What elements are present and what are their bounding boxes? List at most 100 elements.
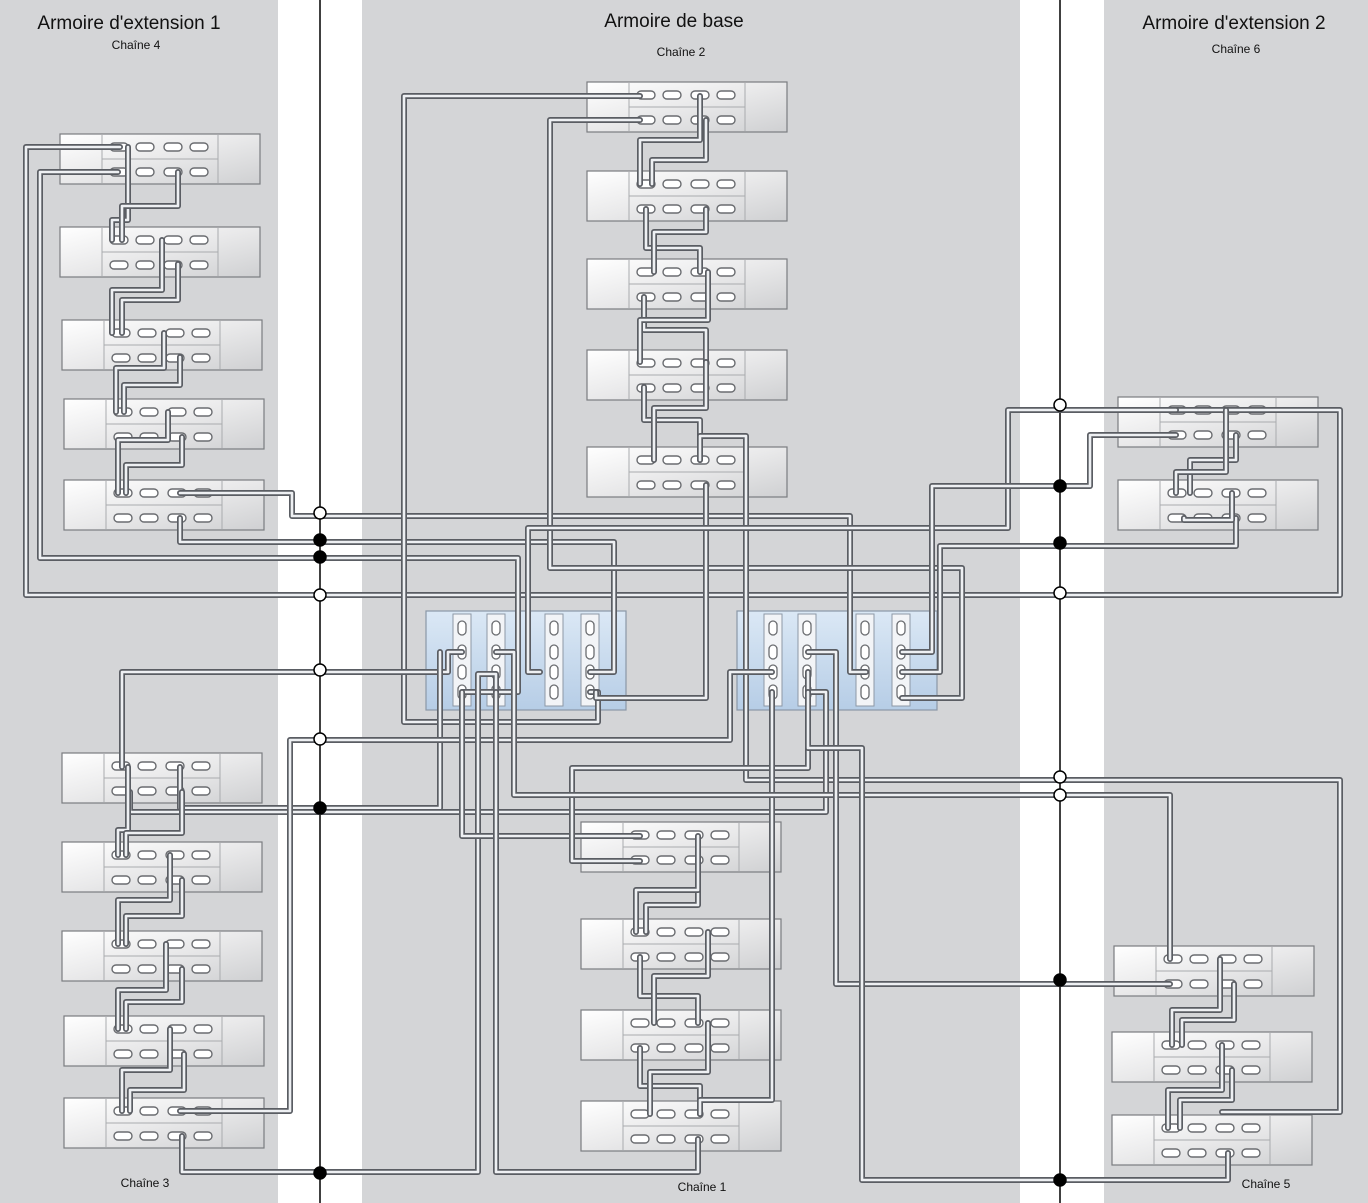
sas-port-icon	[135, 167, 155, 177]
sas-port-icon	[716, 90, 736, 100]
sas-port-icon	[716, 204, 736, 214]
sas-port-icon	[111, 964, 131, 974]
sas-port-icon	[710, 927, 730, 937]
sas-cable	[651, 929, 711, 1026]
sas-port-icon	[1187, 1148, 1207, 1158]
hba-port-icon	[549, 664, 559, 680]
sas-cable	[177, 490, 869, 675]
sas-port-icon	[193, 407, 213, 417]
sas-port-icon	[656, 1043, 676, 1053]
sas-port-icon	[710, 1018, 730, 1028]
sas-port-icon	[684, 952, 704, 962]
sas-port-icon	[137, 328, 157, 338]
sas-port-icon	[193, 1131, 213, 1141]
sas-port-icon	[656, 1134, 676, 1144]
sas-cable	[805, 689, 1231, 1183]
chain-label-2: Chaîne 2	[656, 45, 706, 59]
junction-dot-open	[313, 732, 327, 746]
sas-port-icon	[656, 855, 676, 865]
sas-cable	[637, 269, 711, 365]
sas-port-icon	[710, 855, 730, 865]
sas-port-icon	[710, 830, 730, 840]
junction-dot-open	[313, 588, 327, 602]
hba-port-icon	[585, 620, 595, 636]
disk-shelf-base-c1-4	[580, 1100, 782, 1152]
sas-cable	[1177, 1067, 1235, 1131]
sas-port-icon	[1215, 1123, 1235, 1133]
sas-port-icon	[137, 939, 157, 949]
sas-cable	[899, 432, 1179, 655]
chain-label-5: Chaîne 5	[1241, 1177, 1291, 1191]
sas-port-icon	[716, 383, 736, 393]
junction-dot-open	[1053, 770, 1067, 784]
chain-label-4: Chaîne 4	[111, 38, 161, 52]
disk-shelf-ext2-c6-1	[1117, 396, 1319, 448]
sas-port-icon	[662, 292, 682, 302]
sas-port-icon	[1241, 1040, 1261, 1050]
hba-port-icon	[457, 664, 467, 680]
sas-cable	[109, 237, 165, 336]
sas-port-icon	[1241, 1148, 1261, 1158]
sas-port-icon	[135, 235, 155, 245]
disk-shelf-base-c2-1	[586, 81, 788, 133]
sas-port-icon	[109, 260, 129, 270]
sas-port-icon	[113, 1049, 133, 1059]
sas-cable	[115, 941, 169, 1032]
sas-port-icon	[137, 786, 157, 796]
junction-dot-filled	[313, 533, 327, 547]
hba-port-icon	[549, 620, 559, 636]
sas-cable	[1173, 407, 1229, 496]
sas-port-icon	[135, 260, 155, 270]
disk-shelf-ext1-c4-5	[63, 479, 265, 531]
sas-port-icon	[1243, 979, 1263, 989]
sas-port-icon	[684, 1043, 704, 1053]
sas-cable	[177, 669, 775, 1114]
sas-port-icon	[1187, 1065, 1207, 1075]
sas-port-icon	[716, 358, 736, 368]
sas-port-icon	[662, 383, 682, 393]
sas-port-icon	[191, 353, 211, 363]
sas-cable	[23, 144, 1343, 598]
sas-port-icon	[1189, 954, 1209, 964]
sas-cable	[1165, 1042, 1225, 1131]
sas-port-icon	[1187, 1040, 1207, 1050]
hba-port-icon	[860, 644, 870, 660]
sas-port-icon	[656, 830, 676, 840]
sas-cable	[113, 330, 167, 415]
hba-port-icon	[549, 684, 559, 700]
sas-port-icon	[139, 1024, 159, 1034]
sas-port-icon	[1161, 1148, 1181, 1158]
sas-port-icon	[636, 480, 656, 490]
disk-shelf-ext1-c3-2	[61, 841, 263, 893]
sas-port-icon	[113, 513, 133, 523]
sas-port-icon	[690, 179, 710, 189]
disk-shelf-ext1-c3-4	[63, 1015, 265, 1067]
hba-port-icon	[896, 620, 906, 636]
sas-port-icon	[710, 1109, 730, 1119]
sas-port-icon	[139, 407, 159, 417]
junction-dot-open	[313, 506, 327, 520]
sas-port-icon	[163, 235, 183, 245]
sas-port-icon	[710, 1134, 730, 1144]
hba-port-icon	[802, 620, 812, 636]
sas-cable	[119, 169, 181, 243]
sas-cable	[119, 261, 181, 336]
junction-dot-filled	[1053, 1173, 1067, 1187]
sas-port-icon	[165, 328, 185, 338]
sas-port-icon	[662, 179, 682, 189]
sas-cable	[115, 764, 131, 858]
sas-port-icon	[656, 1109, 676, 1119]
disk-shelf-ext1-c3-5	[63, 1097, 265, 1149]
sas-cable	[123, 877, 185, 947]
sas-port-icon	[113, 1131, 133, 1141]
chain-label-1: Chaîne 1	[677, 1180, 727, 1194]
sas-port-icon	[137, 964, 157, 974]
disk-shelf-ext1-c3-1	[61, 752, 263, 804]
sas-port-icon	[716, 480, 736, 490]
sas-port-icon	[139, 513, 159, 523]
sas-cable	[179, 671, 499, 1175]
sas-cable	[123, 434, 185, 496]
disk-shelf-ext1-c4-1	[59, 133, 261, 185]
